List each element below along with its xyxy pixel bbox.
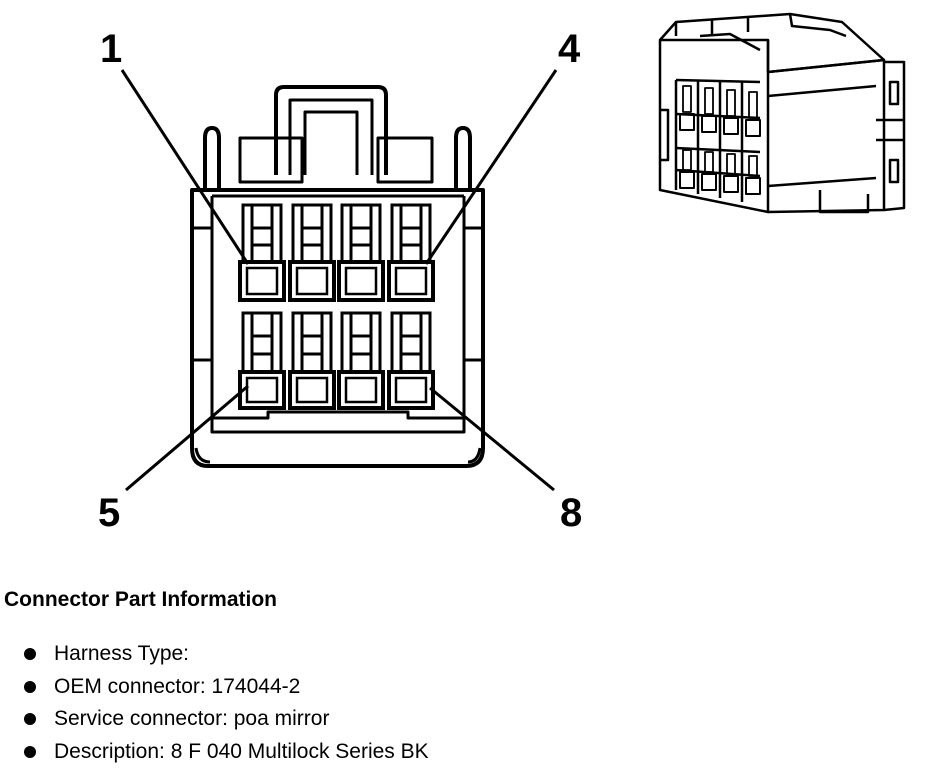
leader-line-1 [120,69,250,265]
pin-label-4: 4 [558,27,581,71]
connector-diagram: 1 4 5 8 [98,12,906,535]
item-text: OEM connector: 174044-2 [54,674,301,698]
list-item-oem-connector: OEM connector: 174044-2 [4,675,904,708]
pin-cavity-6 [288,370,336,410]
leader-line-8 [429,386,555,492]
cavity-column-row2 [241,311,432,374]
connector-face-view [190,85,485,468]
terminal-cavities [238,203,435,410]
pin-cavity-3 [337,260,385,302]
bullet-icon [24,745,36,758]
pin-label-5: 5 [98,491,120,535]
bullet-icon [24,713,36,725]
pin-label-1: 1 [100,27,122,71]
pin-cavity-1 [238,260,286,302]
connector-isometric-view [658,12,906,214]
bullet-icon [24,680,36,693]
item-text: Harness Type: [54,642,190,665]
pin-cavity-7 [337,370,385,410]
list-item-description: Description: 8 F 040 Multilock Series BK [4,740,904,773]
pin-cavity-4 [387,260,435,302]
leader-line-4 [424,69,558,265]
bullet-icon [24,648,36,660]
pin-label-8: 8 [560,491,582,535]
list-item-service-connector: Service connector: poa mirror [4,707,904,740]
pin-cavity-2 [288,260,336,302]
connector-part-information: Connector Part Information Harness Type:… [4,588,904,772]
section-heading: Connector Part Information [4,588,278,611]
item-text: Service connector: poa mirror [54,707,330,730]
item-text: Description: 8 F 040 Multilock Series BK [54,739,429,763]
pin-cavity-5 [238,370,286,410]
list-item-harness-type: Harness Type: [4,642,904,675]
pin-cavity-8 [387,370,435,410]
leader-lines [120,69,558,492]
info-list: Harness Type: OEM connector: 174044-2 Se… [4,642,904,772]
leader-line-5 [125,384,249,492]
cavity-column-row1 [241,203,432,264]
